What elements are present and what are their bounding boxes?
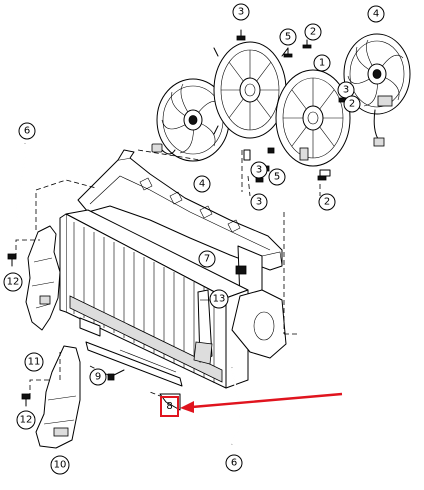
callout-label: 4 <box>373 9 379 20</box>
right-side-bracket <box>193 265 287 365</box>
callout-label: 3 <box>256 197 262 208</box>
callout-label: 3 <box>256 165 262 176</box>
callout-label: 1 <box>319 58 325 69</box>
coolant-hose-upper <box>15 143 26 241</box>
callout-label: 3 <box>343 85 349 96</box>
highlight-box <box>160 396 179 417</box>
callout-label: 4 <box>199 179 205 190</box>
callout-11: 11 <box>24 352 44 372</box>
coolant-hose-lower <box>231 367 242 445</box>
callout-label: 2 <box>324 197 330 208</box>
callout-label: 5 <box>274 172 280 183</box>
callout-label: 8 <box>166 401 172 412</box>
callout-4-top: 4 <box>367 5 385 23</box>
callout-label: 10 <box>54 460 67 471</box>
callout-6-upper: 6 <box>18 122 36 140</box>
callout-3-mid: 3 <box>250 161 268 179</box>
radiator <box>59 209 249 389</box>
bolt-12-upper <box>7 253 17 267</box>
callout-13: 13 <box>209 289 229 309</box>
highlight-arrow <box>180 392 343 413</box>
callout-label: 11 <box>28 357 41 368</box>
callout-6-lower: 6 <box>225 454 243 472</box>
callout-8-highlighted: 8 <box>159 393 181 417</box>
callout-label: 13 <box>213 294 226 305</box>
air-guide-upper-left <box>25 225 61 331</box>
callout-10: 10 <box>50 455 70 475</box>
callout-4-left: 4 <box>193 175 211 193</box>
bolt-9 <box>107 369 125 381</box>
callout-label: 12 <box>20 415 33 426</box>
callout-label: 6 <box>24 126 30 137</box>
callout-1: 1 <box>313 54 331 72</box>
callout-9: 9 <box>89 368 107 386</box>
lower-brace <box>85 341 183 387</box>
callout-2-top: 2 <box>304 23 322 41</box>
callout-3-top: 3 <box>232 3 250 21</box>
callout-label: 12 <box>7 277 20 288</box>
callout-2-right: 2 <box>343 95 361 113</box>
fan-shroud-left <box>213 41 289 139</box>
callout-12-upper: 12 <box>3 272 23 292</box>
callout-label: 2 <box>310 27 316 38</box>
callout-3-right: 3 <box>337 81 355 99</box>
callout-label: 7 <box>204 254 210 265</box>
callout-label: 9 <box>95 372 101 383</box>
bolt-12-lower <box>21 393 31 407</box>
callout-label: 3 <box>238 7 244 18</box>
callout-12-lower: 12 <box>16 410 36 430</box>
callout-label: 2 <box>349 99 355 110</box>
callout-label: 6 <box>231 458 237 469</box>
callout-5-mid: 5 <box>268 168 286 186</box>
fan-shroud-right <box>275 69 351 167</box>
fan-right <box>343 33 411 147</box>
fan-left <box>151 78 230 162</box>
air-guide-lower-left <box>35 345 81 449</box>
callout-5-top: 5 <box>279 28 297 46</box>
callout-label: 5 <box>285 32 291 43</box>
callout-3-low: 3 <box>250 193 268 211</box>
callout-7: 7 <box>198 250 216 268</box>
upper-crossmember <box>77 149 283 301</box>
callout-2-low: 2 <box>318 193 336 211</box>
